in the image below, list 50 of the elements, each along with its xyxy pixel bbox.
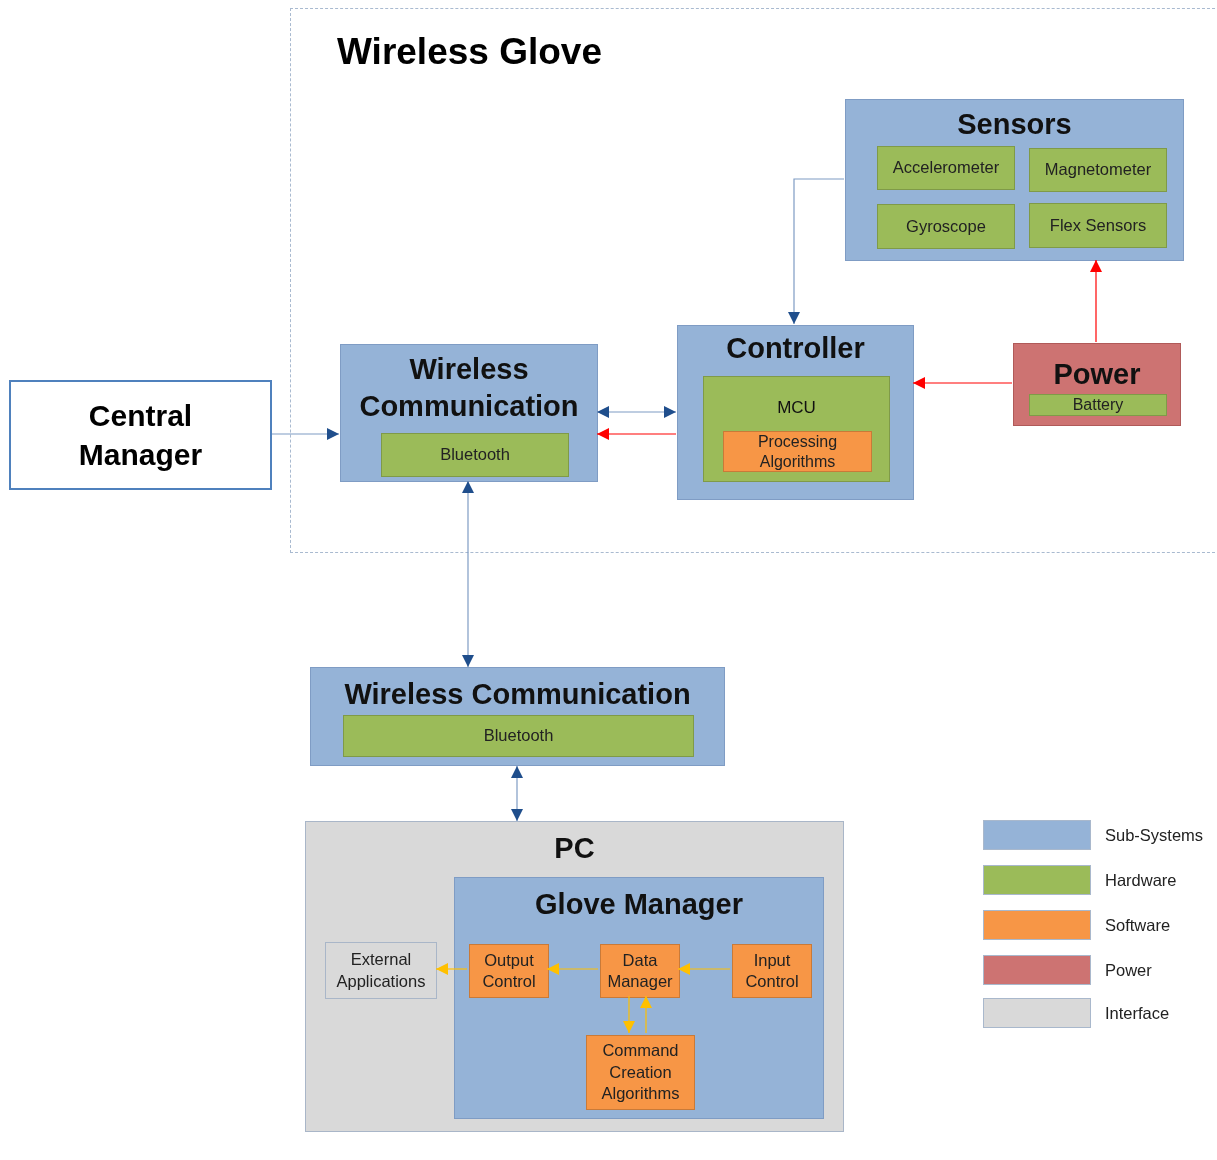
subsystem-box xyxy=(454,877,824,1119)
subsystem-box xyxy=(677,325,914,500)
arrow xyxy=(788,178,845,325)
hardware-box: Bluetooth xyxy=(381,433,569,477)
region-title: Wireless Glove xyxy=(337,31,602,73)
software-box: Input Control xyxy=(732,944,812,998)
arrow xyxy=(511,765,523,822)
subsystem-box xyxy=(845,99,1184,261)
hardware-box: Bluetooth xyxy=(343,715,694,757)
hardware-box: Accelerometer xyxy=(877,146,1015,190)
arrow xyxy=(677,963,731,975)
box-title: Power xyxy=(1052,357,1142,392)
interface-box: External Applications xyxy=(325,942,437,999)
box-title: Wireless Communication xyxy=(358,352,580,424)
software-box: Processing Algorithms xyxy=(723,431,872,472)
software-box: Output Control xyxy=(469,944,549,998)
manager-box: Central Manager xyxy=(9,380,272,490)
subsystem-box xyxy=(340,344,598,482)
arrow xyxy=(640,995,652,1034)
legend-label: Power xyxy=(1105,960,1152,980)
legend-label: Interface xyxy=(1105,1003,1170,1023)
arrow xyxy=(596,406,677,418)
arrow xyxy=(596,428,677,440)
arrow xyxy=(462,480,474,668)
box-title: PC xyxy=(553,831,596,866)
hardware-box: Battery xyxy=(1029,394,1167,416)
subsystem-box xyxy=(310,667,725,766)
software-box: Command Creation Algorithms xyxy=(586,1035,695,1110)
hardware-box: Magnetometer xyxy=(1029,148,1167,192)
software-box: Data Manager xyxy=(600,944,680,998)
interface-box xyxy=(305,821,844,1132)
legend-label: Sub-Systems xyxy=(1105,825,1204,845)
hardware-box: Gyroscope xyxy=(877,204,1015,249)
arrow xyxy=(623,995,635,1034)
legend-label: Hardware xyxy=(1105,870,1177,890)
box-title: Wireless Communication xyxy=(343,677,692,712)
arrow xyxy=(912,377,1013,389)
hardware-box: Flex Sensors xyxy=(1029,203,1167,248)
box-title: Glove Manager xyxy=(534,887,744,922)
arrow xyxy=(271,428,340,440)
arrow xyxy=(1090,259,1102,343)
box-title: MCU xyxy=(776,397,817,419)
box-title: Controller xyxy=(725,331,866,366)
box-title: Sensors xyxy=(956,107,1073,142)
power-box xyxy=(1013,343,1181,426)
arrow xyxy=(435,963,468,975)
legend-label: Software xyxy=(1105,915,1171,935)
hardware-box xyxy=(703,376,890,482)
dashed-region xyxy=(290,8,1215,553)
arrow xyxy=(546,963,599,975)
